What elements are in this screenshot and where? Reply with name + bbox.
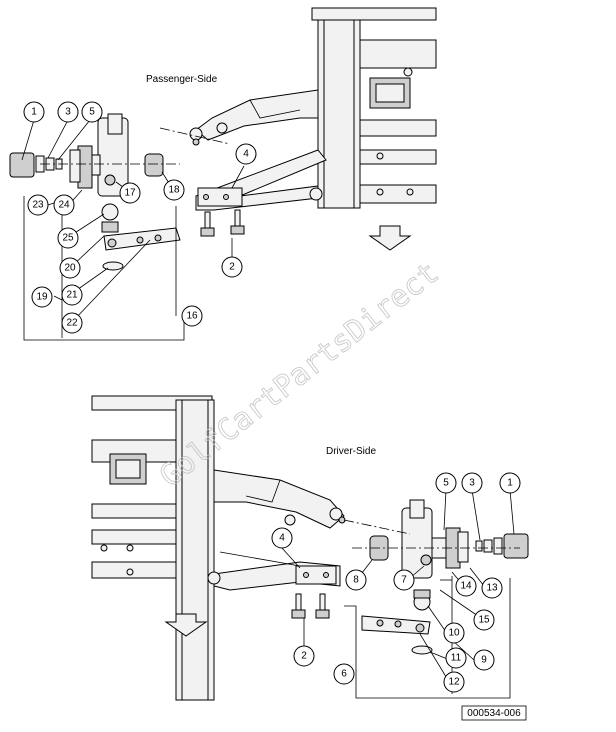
callout-top-17: 17 (124, 188, 136, 199)
upper-a-arm (195, 89, 319, 141)
callout-bottom-7: 7 (401, 575, 407, 586)
callout-top-19: 19 (36, 292, 48, 303)
callout-bottom-9: 9 (481, 655, 487, 666)
callout-top-21: 21 (66, 290, 78, 301)
lower-arm-bolts (200, 209, 245, 237)
callouts-top: 1 3 5 4 17 18 23 24 25 20 21 19 22 2 16 (23, 101, 257, 334)
frame-top (311, 7, 437, 209)
callout-bottom-1: 1 (507, 478, 513, 489)
callout-top-1: 1 (31, 107, 37, 118)
ball-joint-top (101, 203, 119, 233)
passenger-side-assembly (9, 7, 437, 341)
lower-arm-bolts-driver (291, 593, 330, 619)
direction-arrow-bottom (164, 613, 208, 637)
callout-top-20: 20 (64, 263, 76, 274)
frame-bottom (91, 395, 215, 701)
callout-bottom-5: 5 (443, 478, 449, 489)
callout-top-3: 3 (65, 107, 71, 118)
callout-top-23: 23 (32, 200, 44, 211)
spindle-knuckle (69, 113, 129, 197)
callout-bottom-13: 13 (486, 583, 498, 594)
callouts-bottom: 5 3 1 4 7 8 14 13 15 10 11 9 12 2 6 (271, 472, 521, 693)
callout-bottom-15: 15 (478, 615, 490, 626)
upper-a-arm-driver (213, 469, 345, 529)
callout-bottom-14: 14 (460, 581, 472, 592)
driver-side-assembly (91, 395, 529, 701)
hub-cap (9, 152, 35, 178)
callout-bottom-10: 10 (448, 628, 460, 639)
callout-top-18: 18 (168, 185, 180, 196)
callout-top-16: 16 (186, 311, 198, 322)
figure-id: 000534-006 (467, 708, 521, 719)
ball-joint-bottom (413, 589, 431, 611)
callout-bottom-11: 11 (451, 653, 462, 664)
callout-top-24: 24 (58, 200, 70, 211)
callout-top-25: 25 (62, 233, 74, 244)
callout-bottom-6: 6 (341, 669, 347, 680)
bushing (144, 153, 164, 177)
callout-bottom-2: 2 (301, 651, 307, 662)
callout-bottom-3: 3 (469, 478, 475, 489)
hub-cap-driver (503, 533, 529, 559)
spindle-knuckle-driver (401, 499, 469, 579)
callout-top-2: 2 (229, 262, 235, 273)
callout-top-5: 5 (89, 107, 95, 118)
watermark: GolfCartPartsDirect (153, 255, 445, 494)
callout-bottom-12: 12 (448, 677, 460, 688)
callout-bottom-4: 4 (279, 533, 285, 544)
passenger-side-label: Passenger-Side (146, 74, 218, 85)
driver-side-label: Driver-Side (326, 446, 376, 457)
callout-bottom-8: 8 (353, 575, 359, 586)
callout-top-22: 22 (66, 318, 78, 329)
direction-arrow-top (368, 225, 412, 251)
callout-top-4: 4 (243, 149, 249, 160)
figure-id-box (461, 705, 527, 721)
